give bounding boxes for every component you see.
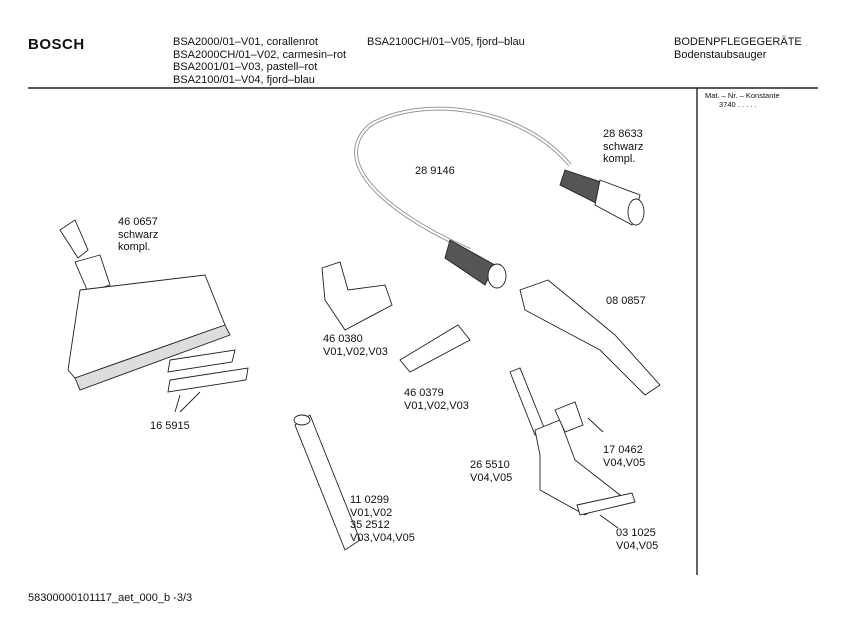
model-list-2: BSA2100CH/01–V05, fjord–blau bbox=[367, 36, 525, 49]
model-line: BSA2100/01–V04, fjord–blau bbox=[173, 73, 315, 86]
mat-value: 3740 . . . . . bbox=[719, 100, 757, 109]
part-number: 16 5915 bbox=[150, 420, 190, 432]
part-label: 08 0857 bbox=[606, 295, 646, 308]
part-note: kompl. bbox=[118, 241, 151, 253]
bosch-logo: BOSCH bbox=[28, 36, 85, 53]
part-note: V04,V05 bbox=[603, 456, 646, 469]
floor-nozzle-drawing bbox=[59, 219, 249, 413]
part-number: 46 0380 bbox=[323, 333, 363, 345]
model-line: BSA2000/01–V01, corallenrot bbox=[173, 36, 318, 48]
part-number: 03 1025 bbox=[616, 527, 656, 539]
part-number: 46 0657 bbox=[118, 216, 158, 228]
part-note: V01,V02 bbox=[350, 506, 393, 519]
part-label: 28 9146 bbox=[415, 165, 455, 178]
model-line: BSA2100CH/01–V05, fjord–blau bbox=[367, 36, 525, 48]
part-note: V04,V05 bbox=[616, 539, 659, 552]
part-number: 46 0379 bbox=[404, 387, 444, 399]
brush-tool-drawing bbox=[509, 367, 636, 516]
part-note: schwarz bbox=[603, 140, 644, 153]
part-note: V03,V04,V05 bbox=[350, 531, 415, 544]
part-number: 28 9146 bbox=[415, 165, 455, 177]
bent-tube-drawing bbox=[519, 279, 661, 396]
model-line: BSA2000CH/01–V02, carmesin–rot bbox=[173, 48, 347, 61]
part-number: 17 0462 bbox=[603, 444, 643, 456]
category-block: BODENPFLEGEGERÄTE Bodenstaubsauger bbox=[674, 36, 802, 61]
part-note: V04,V05 bbox=[470, 471, 513, 484]
subcategory: Bodenstaubsauger bbox=[674, 48, 767, 61]
footer-doc-id: 58300000101117_aet_000_b -3/3 bbox=[28, 592, 193, 604]
model-line: BSA2001/01–V03, pastell–rot bbox=[173, 61, 318, 73]
hose-drawing bbox=[354, 106, 645, 289]
part-label: 16 5915 bbox=[150, 420, 190, 433]
leader-line bbox=[599, 514, 619, 529]
model-list-1: BSA2000/01–V01, corallenrot BSA2000CH/01… bbox=[173, 36, 346, 86]
mat-label: Mat. – Nr. – Konstante bbox=[705, 91, 780, 100]
part-note: V01,V02,V03 bbox=[404, 399, 469, 412]
part-note: V01,V02,V03 bbox=[323, 345, 388, 358]
mat-nr-block: Mat. – Nr. – Konstante 3740 . . . . . bbox=[705, 91, 780, 109]
category: BODENPFLEGEGERÄTE bbox=[674, 36, 802, 48]
part-number: 08 0857 bbox=[606, 295, 646, 307]
upholstery-nozzle-drawing bbox=[321, 261, 393, 331]
part-note: schwarz bbox=[118, 228, 159, 241]
part-note: kompl. bbox=[603, 153, 636, 165]
part-number: 26 5510 bbox=[470, 459, 510, 471]
part-number: 28 8633 bbox=[603, 128, 643, 140]
part-number: 35 2512 bbox=[350, 519, 390, 531]
part-number: 11 0299 bbox=[350, 494, 389, 506]
leader-line bbox=[587, 417, 604, 433]
crevice-nozzle-drawing bbox=[399, 324, 471, 373]
